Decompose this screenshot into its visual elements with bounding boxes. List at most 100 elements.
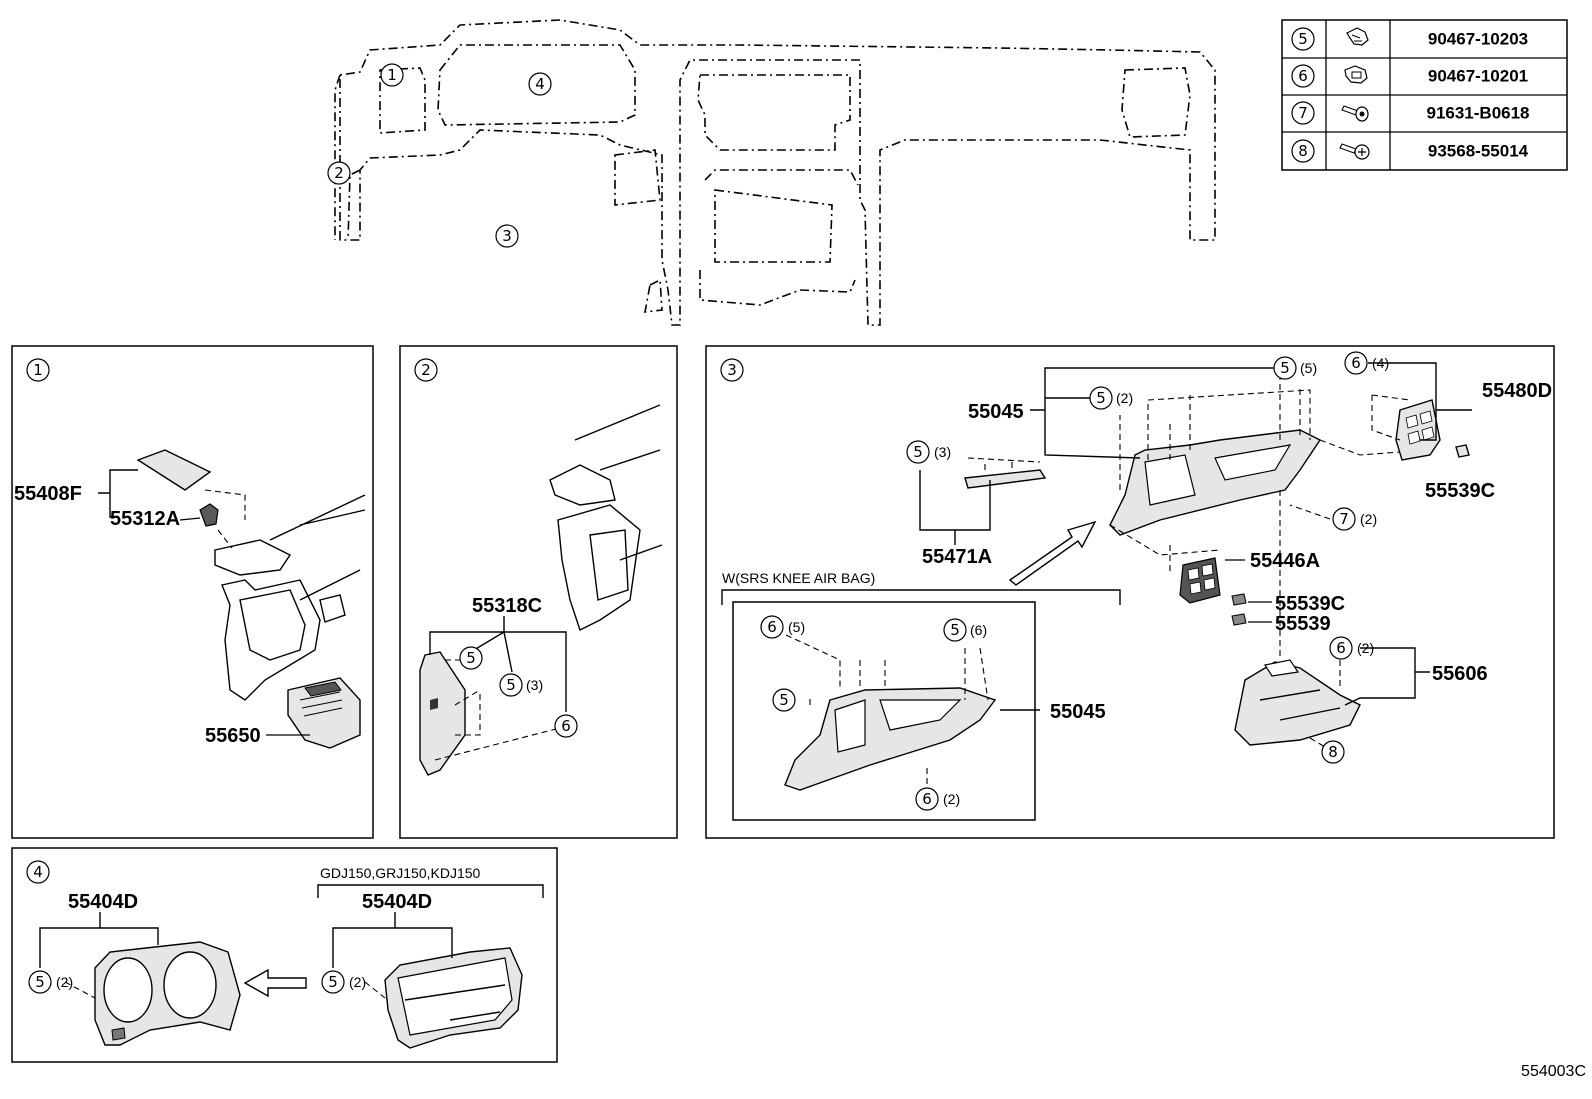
svg-text:(2): (2) xyxy=(1357,640,1374,656)
fastener-row-7: 7 91631-B0618 xyxy=(1291,101,1530,125)
panel-2-callout-5b: 5 (3) xyxy=(499,673,543,697)
svg-text:2: 2 xyxy=(421,361,431,379)
label-55539c-upper: 55539C xyxy=(1425,480,1495,502)
svg-text:90467-10203: 90467-10203 xyxy=(1428,30,1528,49)
panel-4-callout-left: 5 (2) xyxy=(28,970,73,994)
label-55045: 55045 xyxy=(968,401,1024,423)
panel-2-callout-5a: 5 xyxy=(459,646,483,670)
panel-3-callout-5-3: 5 (3) xyxy=(906,440,951,464)
panel-3-illustration-55446a xyxy=(1179,557,1221,604)
panel-3-callout-6-2: 6 (2) xyxy=(1329,636,1374,660)
label-55408f: 55408F xyxy=(14,483,82,505)
svg-text:8: 8 xyxy=(1298,142,1308,160)
svg-text:7: 7 xyxy=(1339,510,1349,528)
label-55650: 55650 xyxy=(205,725,261,747)
panel-3-callout-5-5: 5 (5) xyxy=(1273,356,1317,380)
variant-srs-label: W(SRS KNEE AIR BAG) xyxy=(722,570,875,586)
svg-text:5: 5 xyxy=(35,973,45,991)
panel-1-leaders xyxy=(98,469,310,736)
panel-3-callout-6-2-srs: 6 (2) xyxy=(915,787,960,811)
svg-text:(5): (5) xyxy=(788,619,805,635)
svg-text:6: 6 xyxy=(1336,639,1346,657)
panel-1-marker: 1 xyxy=(26,358,50,382)
label-55539: 55539 xyxy=(1275,613,1331,635)
svg-text:5: 5 xyxy=(913,443,923,461)
fastener-row-6: 6 90467-10201 xyxy=(1291,64,1528,88)
svg-text:8: 8 xyxy=(1328,743,1338,761)
svg-text:(2): (2) xyxy=(943,791,960,807)
panel-3-frame xyxy=(705,345,1555,839)
svg-text:5: 5 xyxy=(1096,389,1106,407)
screw-icon xyxy=(1341,105,1369,122)
panel-2-frame xyxy=(399,345,678,839)
arrow-icon xyxy=(1008,520,1097,586)
label-55446a: 55446A xyxy=(1250,550,1320,572)
svg-text:(4): (4) xyxy=(1372,355,1389,371)
svg-text:7: 7 xyxy=(1298,104,1308,122)
variant-srs-bracket xyxy=(721,589,1121,605)
panel-4-variant-label: GDJ150,GRJ150,KDJ150 xyxy=(320,865,481,881)
svg-text:(3): (3) xyxy=(934,444,951,460)
svg-text:(6): (6) xyxy=(970,622,987,638)
svg-text:5: 5 xyxy=(779,691,789,709)
panel-2-callout-6: 6 xyxy=(554,714,578,738)
overview-instrument-panel xyxy=(334,19,1216,326)
label-55539c-lower: 55539C xyxy=(1275,593,1345,615)
svg-text:91631-B0618: 91631-B0618 xyxy=(1426,104,1529,123)
panel-3-callout-6-5: 6 (5) xyxy=(760,615,805,639)
svg-text:5: 5 xyxy=(1280,359,1290,377)
arrow-left-icon xyxy=(243,968,307,998)
panel-3-illustration-55480d xyxy=(1319,394,1470,461)
panel-3-illustration-55539 xyxy=(1231,490,1281,660)
svg-text:2: 2 xyxy=(334,164,344,182)
label-55480d: 55480D xyxy=(1482,380,1552,402)
svg-text:90467-10201: 90467-10201 xyxy=(1428,67,1528,86)
svg-text:(2): (2) xyxy=(1116,390,1133,406)
overview-marker-4: 4 xyxy=(528,72,552,96)
panel-3-callout-8: 8 xyxy=(1321,740,1345,764)
panel-2-leaders xyxy=(429,616,567,712)
panel-1-frame xyxy=(11,345,374,839)
panel-4-cluster-left xyxy=(39,912,241,1046)
svg-text:(2): (2) xyxy=(1360,511,1377,527)
svg-text:(2): (2) xyxy=(349,974,366,990)
panel-1-illustration xyxy=(136,449,366,749)
panel-4-variant-bracket xyxy=(317,884,544,898)
svg-text:(2): (2) xyxy=(56,974,73,990)
svg-text:6: 6 xyxy=(1298,67,1308,85)
panel-3-callout-5-2: 5 (2) xyxy=(1089,386,1133,410)
panel-4-frame xyxy=(11,847,558,1063)
panel-3-callout-5-6: 5 (6) xyxy=(943,618,987,642)
panel-3-illustration-55606 xyxy=(1234,659,1361,751)
svg-text:4: 4 xyxy=(535,75,545,93)
fastener-row-8: 8 93568-55014 xyxy=(1291,139,1529,163)
overview-marker-1: 1 xyxy=(380,63,404,87)
svg-text:1: 1 xyxy=(387,66,397,84)
svg-text:6: 6 xyxy=(561,717,571,735)
clip-icon xyxy=(1346,27,1369,46)
panel-4-marker: 4 xyxy=(26,860,50,884)
svg-text:(5): (5) xyxy=(1300,360,1317,376)
label-55404d-right: 55404D xyxy=(362,891,432,913)
label-55471a: 55471A xyxy=(922,546,992,568)
screw-icon xyxy=(1339,143,1370,160)
panel-4-callout-right: 5 (2) xyxy=(321,970,366,994)
svg-text:5: 5 xyxy=(950,621,960,639)
svg-text:5: 5 xyxy=(328,973,338,991)
clip-icon xyxy=(1344,65,1368,84)
panel-3-callout-7-2: 7 (2) xyxy=(1332,507,1377,531)
fastener-table xyxy=(1281,19,1568,171)
panel-4-cluster-right xyxy=(332,912,523,1049)
svg-text:1: 1 xyxy=(33,361,43,379)
svg-text:6: 6 xyxy=(767,618,777,636)
overview-marker-3: 3 xyxy=(495,224,519,248)
diagram-code: 554003C xyxy=(1521,1063,1586,1080)
svg-text:5: 5 xyxy=(506,676,516,694)
label-55606: 55606 xyxy=(1432,663,1488,685)
overview-marker-2: 2 xyxy=(327,161,351,185)
svg-text:5: 5 xyxy=(1298,30,1308,48)
label-55045-srs: 55045 xyxy=(1050,701,1106,723)
panel-2-illustration xyxy=(419,404,663,776)
svg-text:6: 6 xyxy=(1351,354,1361,372)
